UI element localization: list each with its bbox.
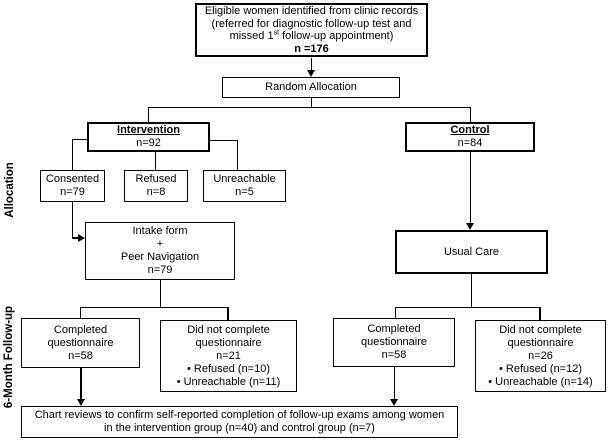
- eligible-line2: (referred for diagnostic follow-up test …: [211, 17, 412, 30]
- connector-split-allocation: [148, 106, 471, 109]
- usual-care-label: Usual Care: [443, 245, 500, 258]
- superscript-st: st: [273, 29, 280, 37]
- intervention-count: n=92: [136, 137, 161, 149]
- connector-drop-refused: [154, 152, 157, 170]
- arrowhead-left-into-chart-review: [76, 399, 85, 406]
- connector-drop-intervention-completed: [79, 306, 82, 318]
- eligible-women-box: Eligible women identified from clinic re…: [195, 3, 428, 57]
- connector-drop-unreachable: [236, 139, 239, 170]
- intake-peer-navigation-box: Intake form + Peer Navigation n=79: [85, 222, 235, 280]
- consented-box: Consented n=79: [40, 170, 105, 202]
- connector-consented-right: [71, 237, 80, 239]
- control-box: Control n=84: [405, 122, 535, 152]
- random-allocation-label: Random Allocation: [265, 81, 357, 93]
- connector-intake-down: [159, 280, 162, 308]
- connector-split-intervention-followup: [79, 306, 229, 309]
- connector-intervention-right-out: [210, 139, 238, 142]
- usual-care-box: Usual Care: [395, 230, 548, 274]
- intervention-box: Intervention n=92: [87, 122, 210, 152]
- arrowhead-right-into-chart-review: [390, 399, 398, 406]
- arrowhead-into-usual-care: [466, 223, 474, 230]
- control-title: Control: [450, 124, 490, 136]
- section-label-allocation: Allocation: [4, 162, 16, 218]
- control-not-completed-box: Did not complete questionnaire n=26 • Re…: [475, 320, 606, 392]
- connector-drop-intervention-not-completed: [227, 306, 229, 320]
- connector-drop-consented: [71, 138, 74, 170]
- connector-usual-care-down: [470, 274, 473, 308]
- connector-eligible-to-random: [310, 58, 313, 71]
- connector-control-completed-down: [393, 367, 396, 400]
- refused-box: Refused n=8: [124, 170, 188, 202]
- connector-control-to-usual-care: [469, 152, 472, 224]
- connector-drop-control-not-completed: [539, 306, 541, 320]
- connector-consented-down: [71, 202, 74, 239]
- arrowhead-into-intake-form: [78, 234, 85, 243]
- connector-drop-control-completed: [394, 306, 397, 318]
- unreachable-box: Unreachable n=5: [203, 170, 286, 202]
- arrowhead-into-random-allocation: [307, 70, 315, 77]
- section-label-6-month-follow-up: 6-Month Follow-up: [3, 305, 15, 409]
- random-allocation-box: Random Allocation: [222, 77, 400, 98]
- eligible-line3: missed 1st follow-up appointment): [229, 29, 394, 42]
- connector-intervention-completed-down: [80, 368, 82, 400]
- connector-split-control-followup: [394, 306, 541, 309]
- intervention-title: Intervention: [117, 124, 180, 136]
- control-completed-box: Completed questionnaire n=58: [333, 318, 455, 367]
- connector-random-down: [310, 98, 313, 108]
- connector-intervention-left-out: [72, 138, 87, 141]
- intervention-completed-box: Completed questionnaire n=58: [21, 318, 140, 368]
- eligible-line1: Eligible women identified from clinic re…: [204, 5, 419, 17]
- control-count: n=84: [457, 137, 483, 149]
- eligible-count: n =176: [294, 42, 329, 55]
- connector-drop-intervention: [147, 106, 150, 123]
- intervention-not-completed-box: Did not complete questionnaire n=21 • Re…: [160, 320, 297, 392]
- connector-drop-control: [469, 106, 472, 123]
- chart-review-box: Chart reviews to confirm self-reported c…: [21, 406, 458, 438]
